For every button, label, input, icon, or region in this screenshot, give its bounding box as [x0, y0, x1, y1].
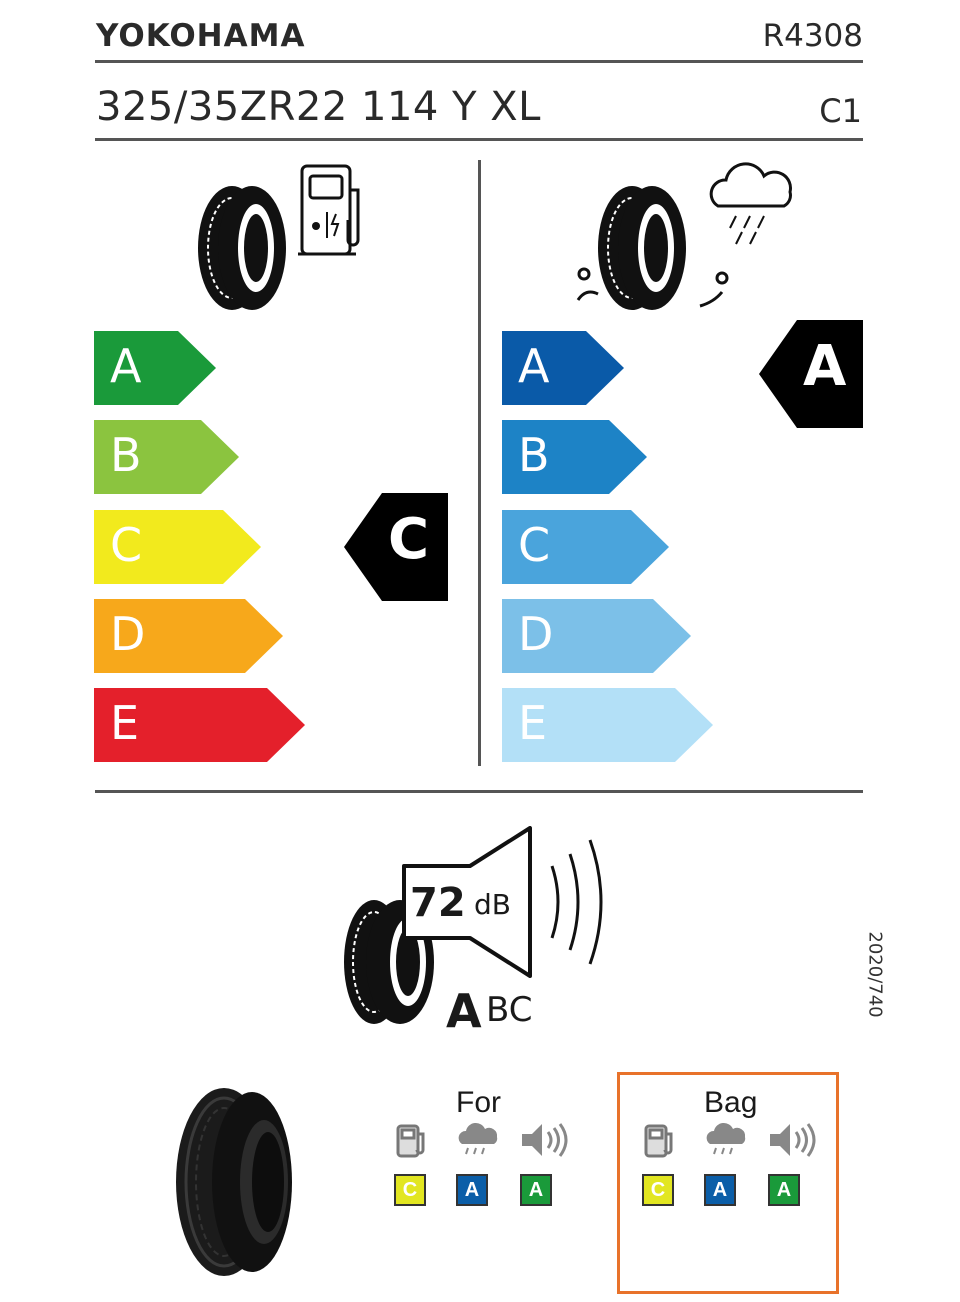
fuel-bar-a: A: [94, 331, 216, 405]
wet-bar-label: B: [518, 428, 550, 482]
comparison-title: For: [456, 1086, 501, 1119]
fuel-bar-d: D: [94, 599, 283, 673]
registration-number: R4308: [762, 18, 863, 54]
wet-bar-c: C: [502, 510, 669, 584]
brand-name: YOKOHAMA: [96, 18, 306, 54]
wet-bar-b: B: [502, 420, 647, 494]
noise-grade-badge: A: [520, 1174, 552, 1206]
fuel-efficiency-icon: [198, 164, 360, 310]
rain-cloud-icon: [709, 162, 792, 245]
fuel-bar-label: C: [110, 518, 143, 572]
noise-icon: [344, 826, 603, 1024]
tyre-class: C1: [819, 92, 862, 130]
fuel-bar-e: E: [94, 688, 305, 762]
fuel-grade-badge: C: [394, 1174, 426, 1206]
rain-cloud-mini-icon: [454, 1120, 500, 1164]
noise-divider: [95, 790, 863, 793]
fuel-pump-icon: [298, 164, 360, 256]
fuel-mini-icon: [392, 1120, 432, 1164]
rain-cloud-mini-icon: [702, 1120, 748, 1164]
tyre-icon: [598, 186, 686, 310]
fuel-mini-icon: [640, 1120, 680, 1164]
wet-bar-d: D: [502, 599, 691, 673]
speaker-mini-icon: [766, 1120, 818, 1164]
fuel-bar-label: B: [110, 428, 142, 482]
noise-grade-badge: A: [768, 1174, 800, 1206]
fuel-bar-label: E: [110, 696, 140, 750]
regulation-number: 2020/740: [864, 931, 886, 1018]
wet-bar-label: E: [518, 696, 548, 750]
wet-grade-badge: A: [704, 1174, 736, 1206]
sound-waves-icon: [550, 839, 603, 965]
highlight-box: [617, 1072, 839, 1294]
tyre-icon: [198, 186, 286, 310]
fuel-grade-badge: C: [642, 1174, 674, 1206]
fuel-bar-b: B: [94, 420, 239, 494]
fuel-bar-label: D: [110, 607, 146, 661]
wet-bar-label: A: [518, 339, 550, 393]
noise-value: 72: [410, 880, 466, 926]
fuel-bar-c: C: [94, 510, 261, 584]
tyre-product-image: [176, 1088, 292, 1276]
comparison-title: Bag: [704, 1086, 758, 1119]
header-divider: [95, 60, 863, 63]
wet-bar-a: A: [502, 331, 624, 405]
fuel-bar-label: A: [110, 339, 142, 393]
noise-class-selected: A: [446, 984, 482, 1038]
wet-bar-label: D: [518, 607, 554, 661]
tyre-size: 325/35ZR22 114 Y XL: [96, 84, 541, 130]
splash-icon: [576, 267, 729, 308]
fuel-efficiency-rating: C: [344, 493, 448, 605]
wet-bar-e: E: [502, 688, 713, 762]
speaker-mini-icon: [518, 1120, 570, 1164]
center-divider: [478, 160, 481, 766]
noise-class-rest: BC: [486, 990, 533, 1030]
wet-grip-rating: A: [759, 320, 863, 432]
wet-grade-badge: A: [456, 1174, 488, 1206]
wet-grip-icon: [576, 162, 792, 310]
tyre-icon: [344, 900, 434, 1024]
wet-bar-label: C: [518, 518, 551, 572]
size-divider: [95, 138, 863, 141]
noise-unit: dB: [474, 888, 511, 921]
speaker-icon: [402, 826, 532, 978]
